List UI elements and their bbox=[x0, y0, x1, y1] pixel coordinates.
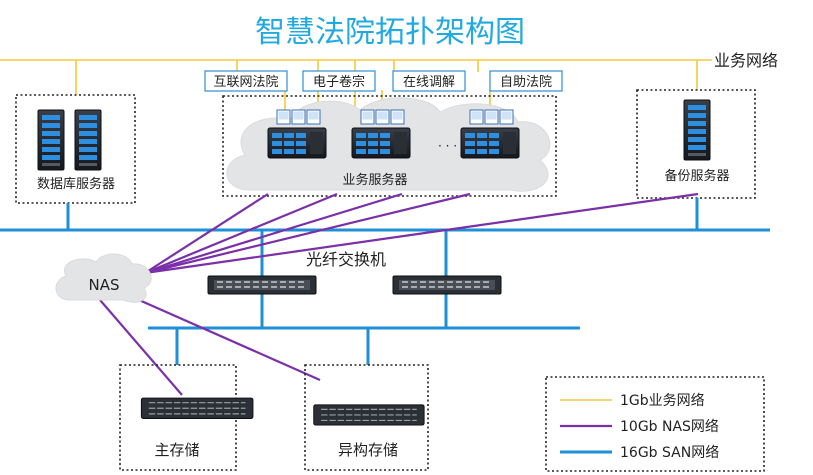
app-tag-online-mediation bbox=[392, 70, 466, 92]
app-tag-e-files bbox=[302, 70, 376, 92]
app-tag-internet-court bbox=[204, 70, 288, 92]
switch-icon bbox=[392, 275, 502, 295]
storage-array-icon bbox=[140, 397, 254, 420]
fiber-switch-node: 光纤交换机 bbox=[207, 250, 502, 295]
business-servers-node: · · · · 业务服务器 bbox=[222, 95, 557, 197]
server-tower-icon bbox=[683, 99, 711, 161]
vm-icon bbox=[375, 109, 390, 125]
rack-server-icon bbox=[267, 127, 327, 159]
app-tag-label: 自助法院 bbox=[500, 75, 552, 90]
vm-icon bbox=[484, 109, 499, 125]
primary-storage-label: 主存储 bbox=[154, 441, 199, 459]
nas-label: NAS bbox=[88, 276, 119, 294]
backup-server-label: 备份服务器 bbox=[664, 168, 729, 184]
app-tag-self-service-court bbox=[489, 70, 563, 92]
nas-node: NAS bbox=[55, 253, 152, 303]
app-tag-label: 电子卷宗 bbox=[313, 74, 365, 90]
vm-icon bbox=[390, 109, 405, 125]
legend-label: 1Gb业务网络 bbox=[620, 393, 705, 409]
legend-label: 10Gb NAS网络 bbox=[620, 419, 719, 435]
app-tag-label: 在线调解 bbox=[403, 75, 455, 90]
vm-icon bbox=[499, 109, 514, 125]
primary-storage-node: 主存储 bbox=[119, 364, 254, 471]
ellipsis: · · · · bbox=[438, 139, 465, 153]
page-title: 智慧法院拓扑架构图 bbox=[255, 15, 525, 50]
cloud-shape bbox=[55, 253, 152, 303]
san-network-lines bbox=[0, 198, 770, 365]
server-tower-icon bbox=[37, 109, 65, 171]
vm-icon bbox=[291, 109, 306, 125]
rack-server-icon bbox=[460, 127, 520, 159]
app-tag-label: 互联网法院 bbox=[213, 75, 278, 90]
backup-server-node: 备份服务器 bbox=[636, 89, 756, 199]
business-network-label: 业务网络 bbox=[714, 51, 778, 70]
app-tags: 互联网法院 电子卷宗 在线调解 自助法院 bbox=[204, 70, 563, 92]
rack-server-icon bbox=[351, 127, 411, 159]
db-server-node: 数据库服务器 bbox=[15, 94, 136, 204]
business-servers-label: 业务服务器 bbox=[342, 172, 407, 188]
hetero-storage-label: 异构存储 bbox=[338, 441, 398, 459]
storage-array-icon bbox=[313, 404, 425, 426]
nas-network-lines bbox=[99, 192, 699, 396]
db-server-label: 数据库服务器 bbox=[37, 176, 115, 192]
vm-icon bbox=[360, 109, 375, 125]
switch-icon bbox=[207, 275, 317, 295]
vm-icon bbox=[469, 109, 484, 125]
legend: 1Gb业务网络 10Gb NAS网络 16Gb SAN网络 bbox=[545, 376, 765, 472]
vm-icon bbox=[306, 109, 321, 125]
fiber-switch-label: 光纤交换机 bbox=[306, 250, 386, 269]
hetero-storage-node: 异构存储 bbox=[304, 364, 429, 471]
legend-label: 16Gb SAN网络 bbox=[620, 445, 719, 461]
vm-icon bbox=[276, 109, 291, 125]
server-tower-icon bbox=[74, 109, 102, 171]
